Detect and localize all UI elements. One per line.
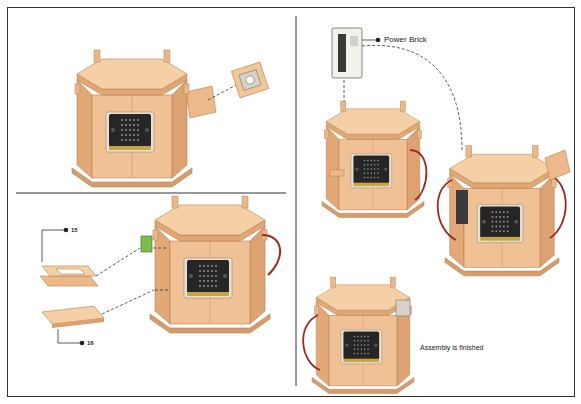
step-two bbox=[40, 196, 280, 345]
step-three bbox=[303, 28, 570, 394]
callout-number: 16 bbox=[87, 340, 94, 346]
callout-number: 15 bbox=[71, 227, 78, 233]
panel-divider bbox=[16, 193, 286, 194]
part-label: Power Brick bbox=[384, 36, 427, 44]
step-one bbox=[72, 50, 269, 187]
panel-divider bbox=[296, 16, 297, 386]
sheet-border bbox=[8, 8, 575, 397]
status-note: Assembly is finished bbox=[420, 344, 483, 351]
